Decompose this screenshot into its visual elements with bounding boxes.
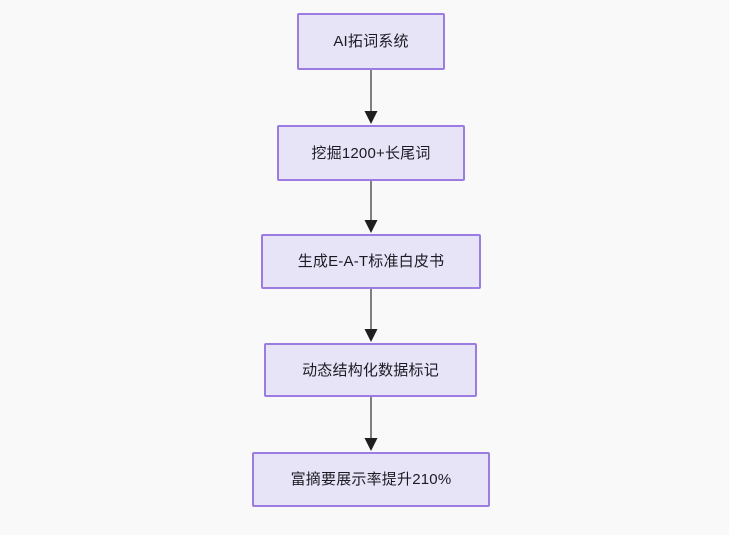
edge-arrowhead: [364, 438, 378, 451]
flow-node-rich-snippet-rate-increase[interactable]: 富摘要展示率提升210%: [252, 452, 490, 507]
edge-n3-n4: [364, 289, 378, 342]
flow-node-dynamic-structured-data-markup[interactable]: 动态结构化数据标记: [264, 343, 477, 397]
flow-node-mine-longtail-keywords[interactable]: 挖掘1200+长尾词: [277, 125, 465, 181]
edge-arrowhead: [364, 220, 378, 233]
flow-node-ai-keyword-system[interactable]: AI拓词系统: [297, 13, 445, 70]
flow-node-generate-eat-whitepaper[interactable]: 生成E-A-T标准白皮书: [261, 234, 481, 289]
flow-node-label: 生成E-A-T标准白皮书: [297, 253, 445, 270]
flow-node-label: AI拓词系统: [333, 33, 409, 50]
flow-node-label: 富摘要展示率提升210%: [290, 471, 452, 488]
edge-arrowhead: [364, 329, 378, 342]
flow-node-label: 动态结构化数据标记: [302, 361, 439, 379]
edge-n4-n5: [364, 397, 378, 451]
flow-node-label: 挖掘1200+长尾词: [311, 144, 431, 162]
edge-n2-n3: [364, 181, 378, 233]
edge-arrowhead: [364, 111, 378, 124]
edge-n1-n2: [364, 70, 378, 124]
